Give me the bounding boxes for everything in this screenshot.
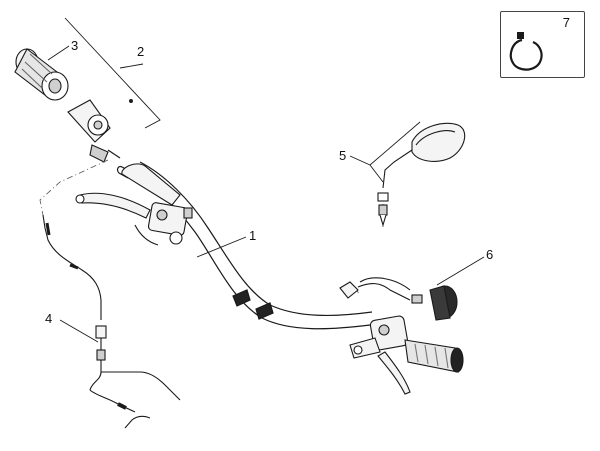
circlip-icon xyxy=(509,32,543,71)
callout-3: 3 xyxy=(71,38,78,53)
callout-2: 2 xyxy=(137,44,144,59)
handlebar-switch xyxy=(339,277,458,321)
callout-7: 7 xyxy=(562,15,570,30)
leader-1 xyxy=(196,236,247,258)
callout-1: 1 xyxy=(249,228,256,243)
right-control-assembly xyxy=(349,315,464,395)
throttle-grip-part-3 xyxy=(14,48,69,101)
callout-labels: 1 2 3 4 5 6 xyxy=(45,38,493,326)
callout-4: 4 xyxy=(45,311,52,326)
leader-lines xyxy=(47,45,485,343)
left-lever-assembly xyxy=(75,163,193,246)
throttle-tube-part-2 xyxy=(67,99,121,163)
callout-bracket-5 xyxy=(349,121,421,183)
callout-bracket-2 xyxy=(64,17,161,129)
leader-3 xyxy=(47,45,70,61)
callout-5: 5 xyxy=(339,148,346,163)
alignment-lines xyxy=(39,159,384,296)
rear-view-mirror xyxy=(377,122,466,227)
callout-6: 6 xyxy=(486,247,493,262)
leader-4 xyxy=(59,319,99,343)
inset-box-part-7: 7 xyxy=(500,11,585,78)
leader-6 xyxy=(436,256,485,286)
throttle-cable xyxy=(42,214,181,429)
